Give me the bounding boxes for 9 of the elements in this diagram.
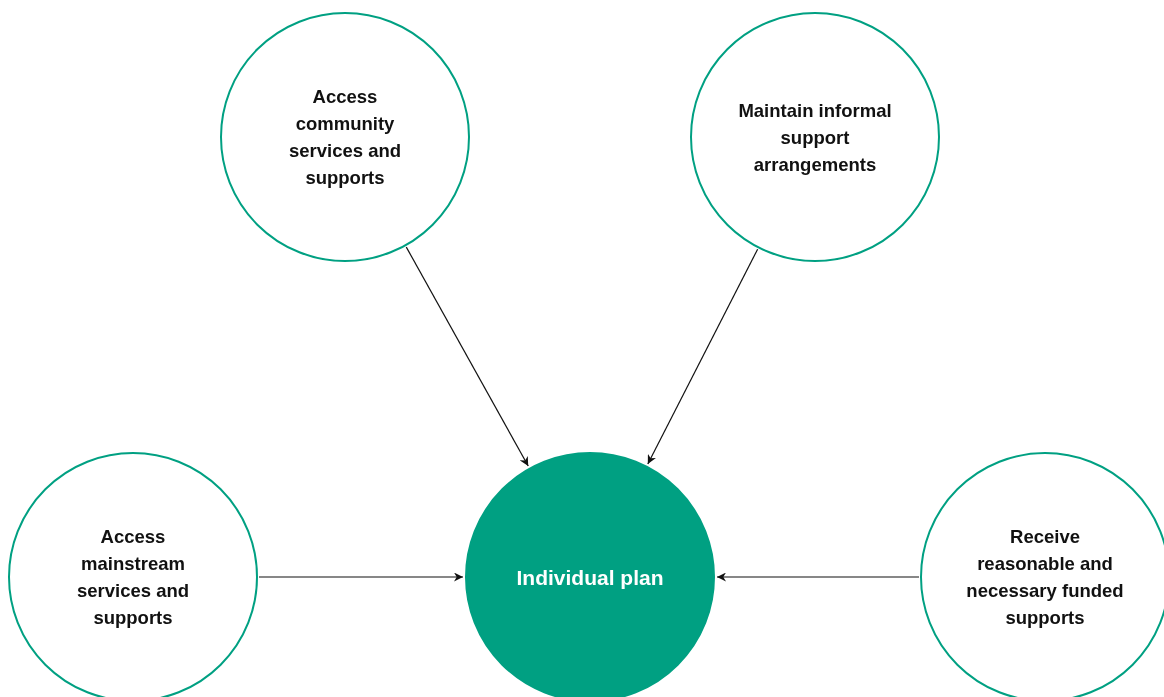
circle-label: Receive reasonable and necessary funded supports [965,525,1125,630]
circle-label: Access community services and supports [287,85,403,190]
arrow [647,248,759,465]
circle-label: Maintain informal support arrangements [737,98,893,177]
arrow [258,572,464,582]
circle-label: Access mainstream services and supports [75,525,191,630]
arrow [405,246,529,467]
arrow [716,572,920,582]
circle-label: Individual plan [515,564,665,591]
